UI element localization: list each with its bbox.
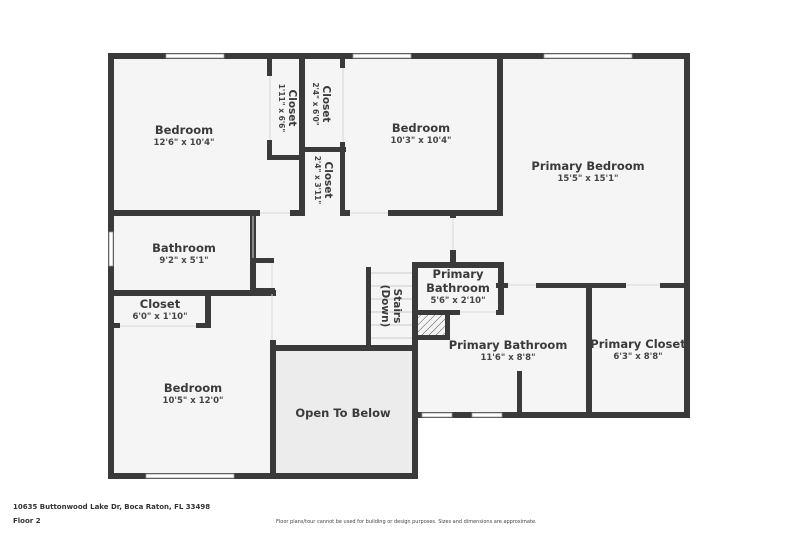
room-dimensions: 12'6" x 10'4" bbox=[153, 138, 215, 148]
room-name: Primary Bedroom bbox=[531, 159, 645, 173]
room-name: Bedroom bbox=[391, 121, 451, 135]
room-primary-bedroom: Primary Bedroom 15'5" x 15'1" bbox=[531, 159, 644, 185]
room-name: Closet bbox=[139, 297, 181, 311]
room-closet-3: Closet 2'4" x 3'11" bbox=[312, 156, 334, 205]
room-primary-bathroom: Primary Bathroom 11'6" x 8'8" bbox=[449, 338, 568, 364]
room-name-line: Primary Bathroom bbox=[423, 267, 493, 295]
room-primary-bathroom-small: Primary Bathroom 5'6" x 2'10" bbox=[423, 267, 493, 307]
room-dimensions: 5'6" x 2'10" bbox=[430, 296, 486, 306]
room-dimensions: 6'3" x 8'8" bbox=[613, 352, 663, 362]
room-dimensions: 2'4" x 3'11" bbox=[313, 155, 322, 205]
stairs-treads bbox=[371, 272, 412, 339]
room-primary-closet: Primary Closet 6'3" x 8'8" bbox=[590, 337, 685, 363]
room-dimensions: 6'0" x 1'10" bbox=[132, 312, 188, 322]
room-dimensions: 2'4" x 6'0" bbox=[311, 82, 320, 126]
room-bathroom: Bathroom 9'2" x 5'1" bbox=[152, 241, 216, 267]
room-bedroom-3: Bedroom 10'5" x 12'0" bbox=[163, 381, 224, 407]
floor-label: Floor 2 bbox=[13, 517, 41, 525]
room-name: Closet bbox=[286, 89, 298, 127]
room-dimensions: 1'11" x 6'6" bbox=[277, 83, 286, 133]
room-name: Bedroom bbox=[163, 381, 223, 395]
room-name: Primary Bathroom bbox=[448, 338, 568, 352]
room-closet-4: Closet 6'0" x 1'10" bbox=[132, 297, 187, 323]
room-closet-1: Closet 1'11" x 6'6" bbox=[276, 84, 298, 133]
room-dimensions: 10'5" x 12'0" bbox=[162, 396, 224, 406]
room-dimensions: 10'3" x 10'4" bbox=[390, 136, 452, 146]
door-openings bbox=[120, 68, 660, 340]
room-closet-2: Closet 2'4" x 6'0" bbox=[310, 82, 332, 125]
room-open-to-below: Open To Below bbox=[295, 406, 390, 420]
room-bedroom-2: Bedroom 10'3" x 10'4" bbox=[391, 121, 452, 147]
room-name: Bedroom bbox=[154, 123, 214, 137]
room-bedroom-1: Bedroom 12'6" x 10'4" bbox=[154, 123, 215, 149]
room-name: Open To Below bbox=[295, 406, 391, 420]
room-name: Closet bbox=[322, 161, 334, 199]
room-name: Closet bbox=[320, 85, 332, 123]
room-name: Primary Closet bbox=[590, 337, 686, 351]
open-to-below-area bbox=[273, 348, 413, 476]
shaft-hatch bbox=[418, 315, 445, 335]
room-dimensions: 15'5" x 15'1" bbox=[557, 174, 619, 184]
room-name: Bathroom bbox=[152, 241, 216, 255]
room-name: Primary Bathroom bbox=[426, 267, 490, 295]
property-address: 10635 Buttonwood Lake Dr, Boca Raton, FL… bbox=[13, 503, 211, 511]
room-stairs: Stairs (Down) bbox=[379, 285, 403, 328]
stairs-direction: (Down) bbox=[379, 284, 391, 328]
room-dimensions: 9'2" x 5'1" bbox=[159, 256, 209, 266]
room-name: Stairs bbox=[391, 288, 403, 324]
disclaimer: Floor plans/tour cannot be used for buil… bbox=[276, 519, 537, 525]
windows bbox=[108, 53, 633, 479]
room-dimensions: 11'6" x 8'8" bbox=[480, 353, 536, 363]
